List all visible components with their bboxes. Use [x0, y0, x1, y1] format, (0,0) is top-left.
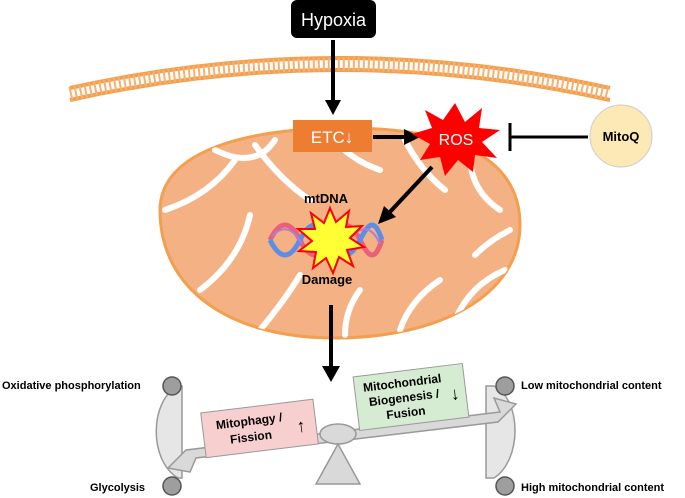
ros-label: ROS [439, 132, 474, 149]
hypoxia-label: Hypoxia [301, 10, 367, 30]
mitoq-label: MitoQ [603, 129, 640, 144]
biogenesis-box: Mitochondrial Biogenesis / Fusion ↓ [352, 362, 470, 432]
mitoq-circle: MitoQ [589, 104, 653, 168]
mitoq-inhibition [508, 123, 588, 151]
up-arrow-icon: ↑ [295, 415, 306, 436]
down-arrow-icon: ↓ [449, 383, 460, 404]
etc-label: ETC↓ [311, 128, 354, 147]
down-arrow-icon: ↓ [345, 128, 354, 147]
mitophagy-label-2: Fission [229, 428, 272, 447]
label-high-mito-content: High mitochondrial content [521, 482, 664, 494]
arrow-to-balance [322, 305, 340, 382]
cell-membrane [68, 56, 612, 102]
label-glycolysis: Glycolysis [90, 482, 145, 494]
etc-box: ETC↓ [293, 120, 372, 152]
arrow-hypoxia-to-etc [325, 40, 341, 115]
arrow-ros-to-mtdna [378, 165, 434, 224]
mitophagy-box: Mitophagy / Fission ↑ [200, 398, 319, 459]
balance-scale [155, 376, 518, 496]
ros-starburst: ROS [412, 103, 500, 176]
damage-burst [295, 205, 367, 276]
mtdna-label: mtDNA [304, 191, 349, 206]
damage-label: Damage [302, 272, 353, 287]
label-oxidative-phosphorylation: Oxidative phosphorylation [2, 380, 141, 392]
arrow-etc-to-ros [373, 129, 420, 145]
biogenesis-label-3: Fusion [386, 403, 427, 422]
hypoxia-box: Hypoxia [291, 0, 376, 38]
label-low-mito-content: Low mitochondrial content [521, 380, 662, 392]
